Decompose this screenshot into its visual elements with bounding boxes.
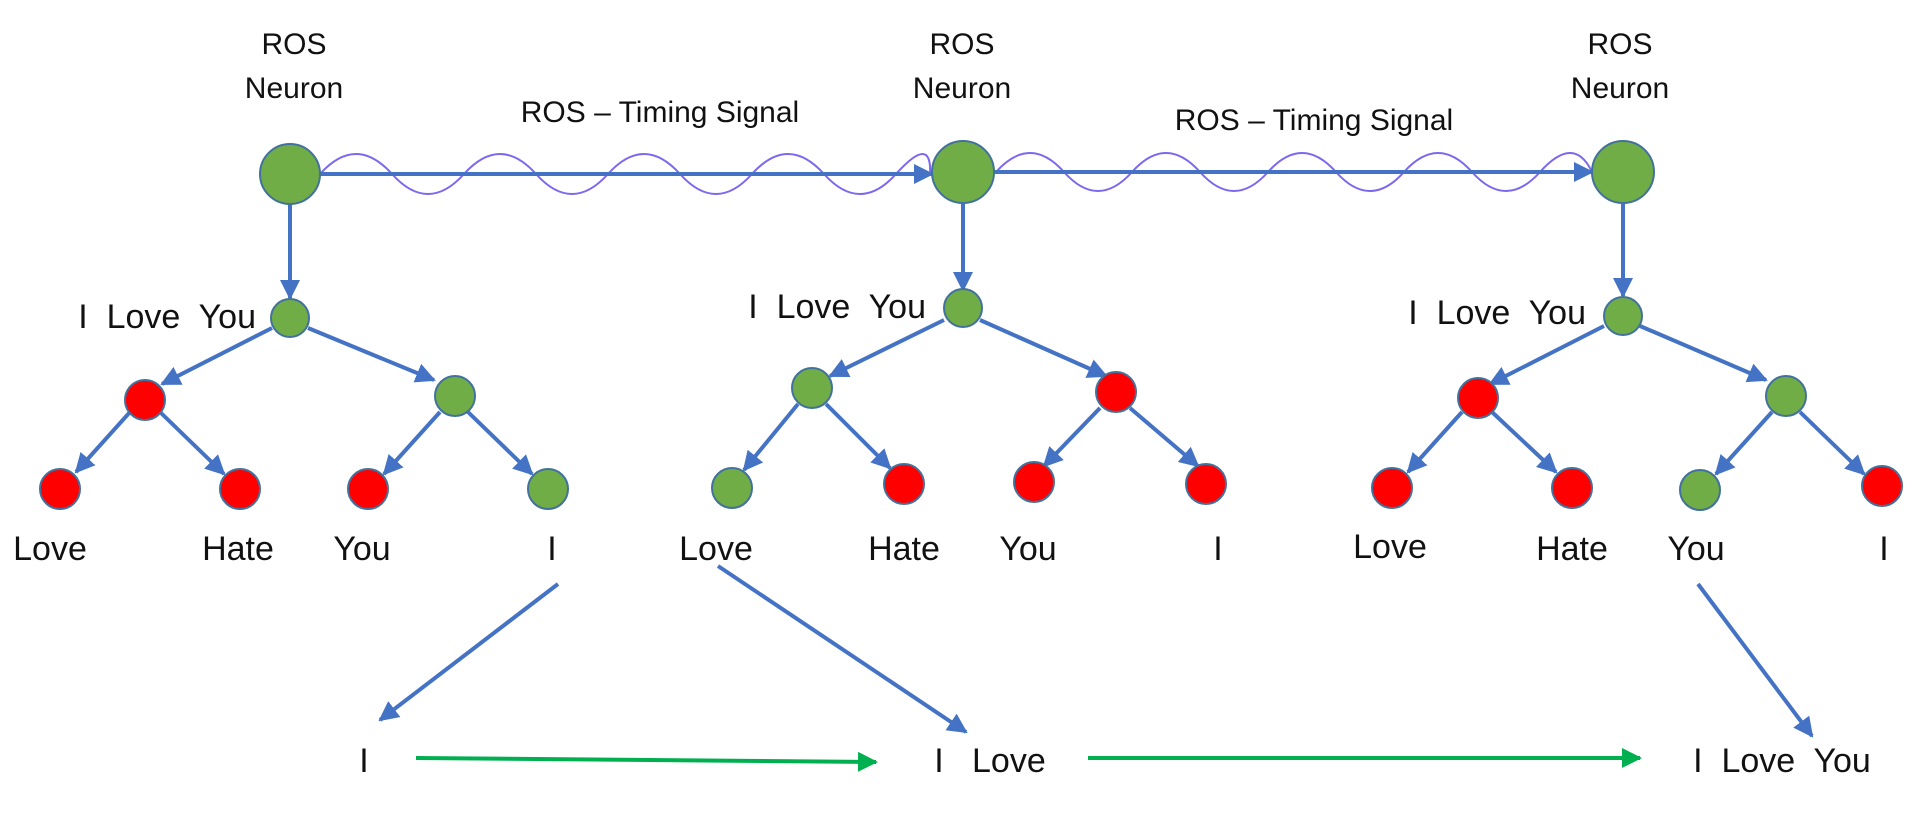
tree-3-leaf-label-hate: Hate bbox=[1536, 530, 1608, 568]
tree-3-leaf-hate bbox=[1551, 467, 1593, 509]
tree-3-root-label: I Love You bbox=[1408, 294, 1586, 332]
tree-2-leaf-label-i: I bbox=[1213, 530, 1222, 568]
tree-1-leaf-label-hate: Hate bbox=[202, 530, 274, 568]
tree-2-leaf-hate bbox=[883, 463, 925, 505]
tree-edge bbox=[1406, 410, 1464, 474]
tree-edge bbox=[382, 410, 442, 476]
tree-2-mid-node-right bbox=[1095, 371, 1137, 413]
tree-edge bbox=[1639, 324, 1768, 383]
ros-neuron-3-label-line1: ROS bbox=[1587, 28, 1652, 61]
tree-edge bbox=[466, 410, 534, 476]
tree-3-leaf-label-i: I bbox=[1879, 530, 1888, 568]
tree-edge bbox=[742, 402, 800, 472]
ros-neuron-3 bbox=[1591, 140, 1655, 204]
tree-2-leaf-you bbox=[1013, 461, 1055, 503]
tree-1-leaf-label-love: Love bbox=[13, 530, 87, 568]
tree-edge bbox=[1490, 410, 1558, 474]
timing-signal-label-1: ROS – Timing Signal bbox=[521, 96, 799, 129]
timing-signal-wave-1 bbox=[319, 153, 932, 195]
tree-edge bbox=[828, 318, 945, 378]
tree-1-root-node bbox=[270, 298, 310, 338]
ros-neuron-1 bbox=[259, 143, 321, 205]
tree-2-root-node bbox=[943, 288, 983, 328]
tree-3-mid-node-right bbox=[1765, 375, 1807, 417]
leaf-to-output-arrow-2 bbox=[716, 564, 968, 734]
tree-2-leaf-i bbox=[1185, 463, 1227, 505]
ros-neuron-2 bbox=[931, 140, 995, 204]
tree-2-mid-node-left bbox=[791, 367, 833, 409]
tree-edge bbox=[307, 326, 436, 383]
output-label-1: I bbox=[359, 742, 368, 780]
tree-2-leaf-label-love: Love bbox=[679, 530, 753, 568]
tree-2-root-label: I Love You bbox=[748, 288, 926, 326]
tree-edge bbox=[1128, 406, 1200, 468]
tree-edge bbox=[824, 402, 892, 470]
tree-edge bbox=[979, 318, 1108, 378]
tree-edge bbox=[160, 326, 273, 386]
ros-neuron-1-label-line2: Neuron bbox=[245, 72, 343, 105]
timing-signal-wave-2 bbox=[995, 152, 1593, 192]
ros-neuron-2-label-line2: Neuron bbox=[913, 72, 1011, 105]
tree-edge bbox=[1798, 410, 1866, 476]
ros-neuron-2-label-line1: ROS bbox=[929, 28, 994, 61]
tree-2-leaf-love bbox=[711, 467, 753, 509]
timing-signal-label-2: ROS – Timing Signal bbox=[1175, 104, 1453, 137]
output-label-2: I Love bbox=[934, 742, 1046, 780]
tree-1-leaf-love bbox=[39, 468, 81, 510]
tree-edge bbox=[74, 410, 132, 474]
tree-3-leaf-i bbox=[1861, 465, 1903, 507]
leaf-to-output-arrow-1 bbox=[378, 582, 560, 722]
tree-1-leaf-label-i: I bbox=[547, 530, 556, 568]
tree-3-leaf-love bbox=[1371, 467, 1413, 509]
output-arrow-1 bbox=[415, 751, 878, 772]
tree-edge bbox=[158, 410, 226, 476]
tree-1-root-label: I Love You bbox=[78, 298, 256, 336]
tree-3-leaf-label-you: You bbox=[1667, 530, 1724, 568]
tree-1-mid-node-right bbox=[434, 375, 476, 417]
tree-edge bbox=[1042, 406, 1102, 468]
tree-2-leaf-label-you: You bbox=[999, 530, 1056, 568]
tree-1-mid-node-left bbox=[124, 379, 166, 421]
tree-edge bbox=[1714, 410, 1774, 476]
tree-3-leaf-you bbox=[1679, 469, 1721, 511]
tree-3-root-node bbox=[1603, 296, 1643, 336]
tree-3-mid-node-left bbox=[1457, 377, 1499, 419]
leaf-to-output-arrow-3 bbox=[1696, 582, 1814, 738]
tree-1-leaf-i bbox=[527, 468, 569, 510]
tree-1-leaf-you bbox=[347, 468, 389, 510]
tree-edge bbox=[1488, 324, 1605, 386]
tree-3-leaf-label-love: Love bbox=[1353, 528, 1427, 566]
tree-1-leaf-label-you: You bbox=[333, 530, 390, 568]
tree-2-leaf-label-hate: Hate bbox=[868, 530, 940, 568]
tree-1-leaf-hate bbox=[219, 468, 261, 510]
ros-neuron-3-label-line2: Neuron bbox=[1571, 72, 1669, 105]
ros-neuron-1-label-line1: ROS bbox=[261, 28, 326, 61]
output-label-3: I Love You bbox=[1693, 742, 1871, 780]
